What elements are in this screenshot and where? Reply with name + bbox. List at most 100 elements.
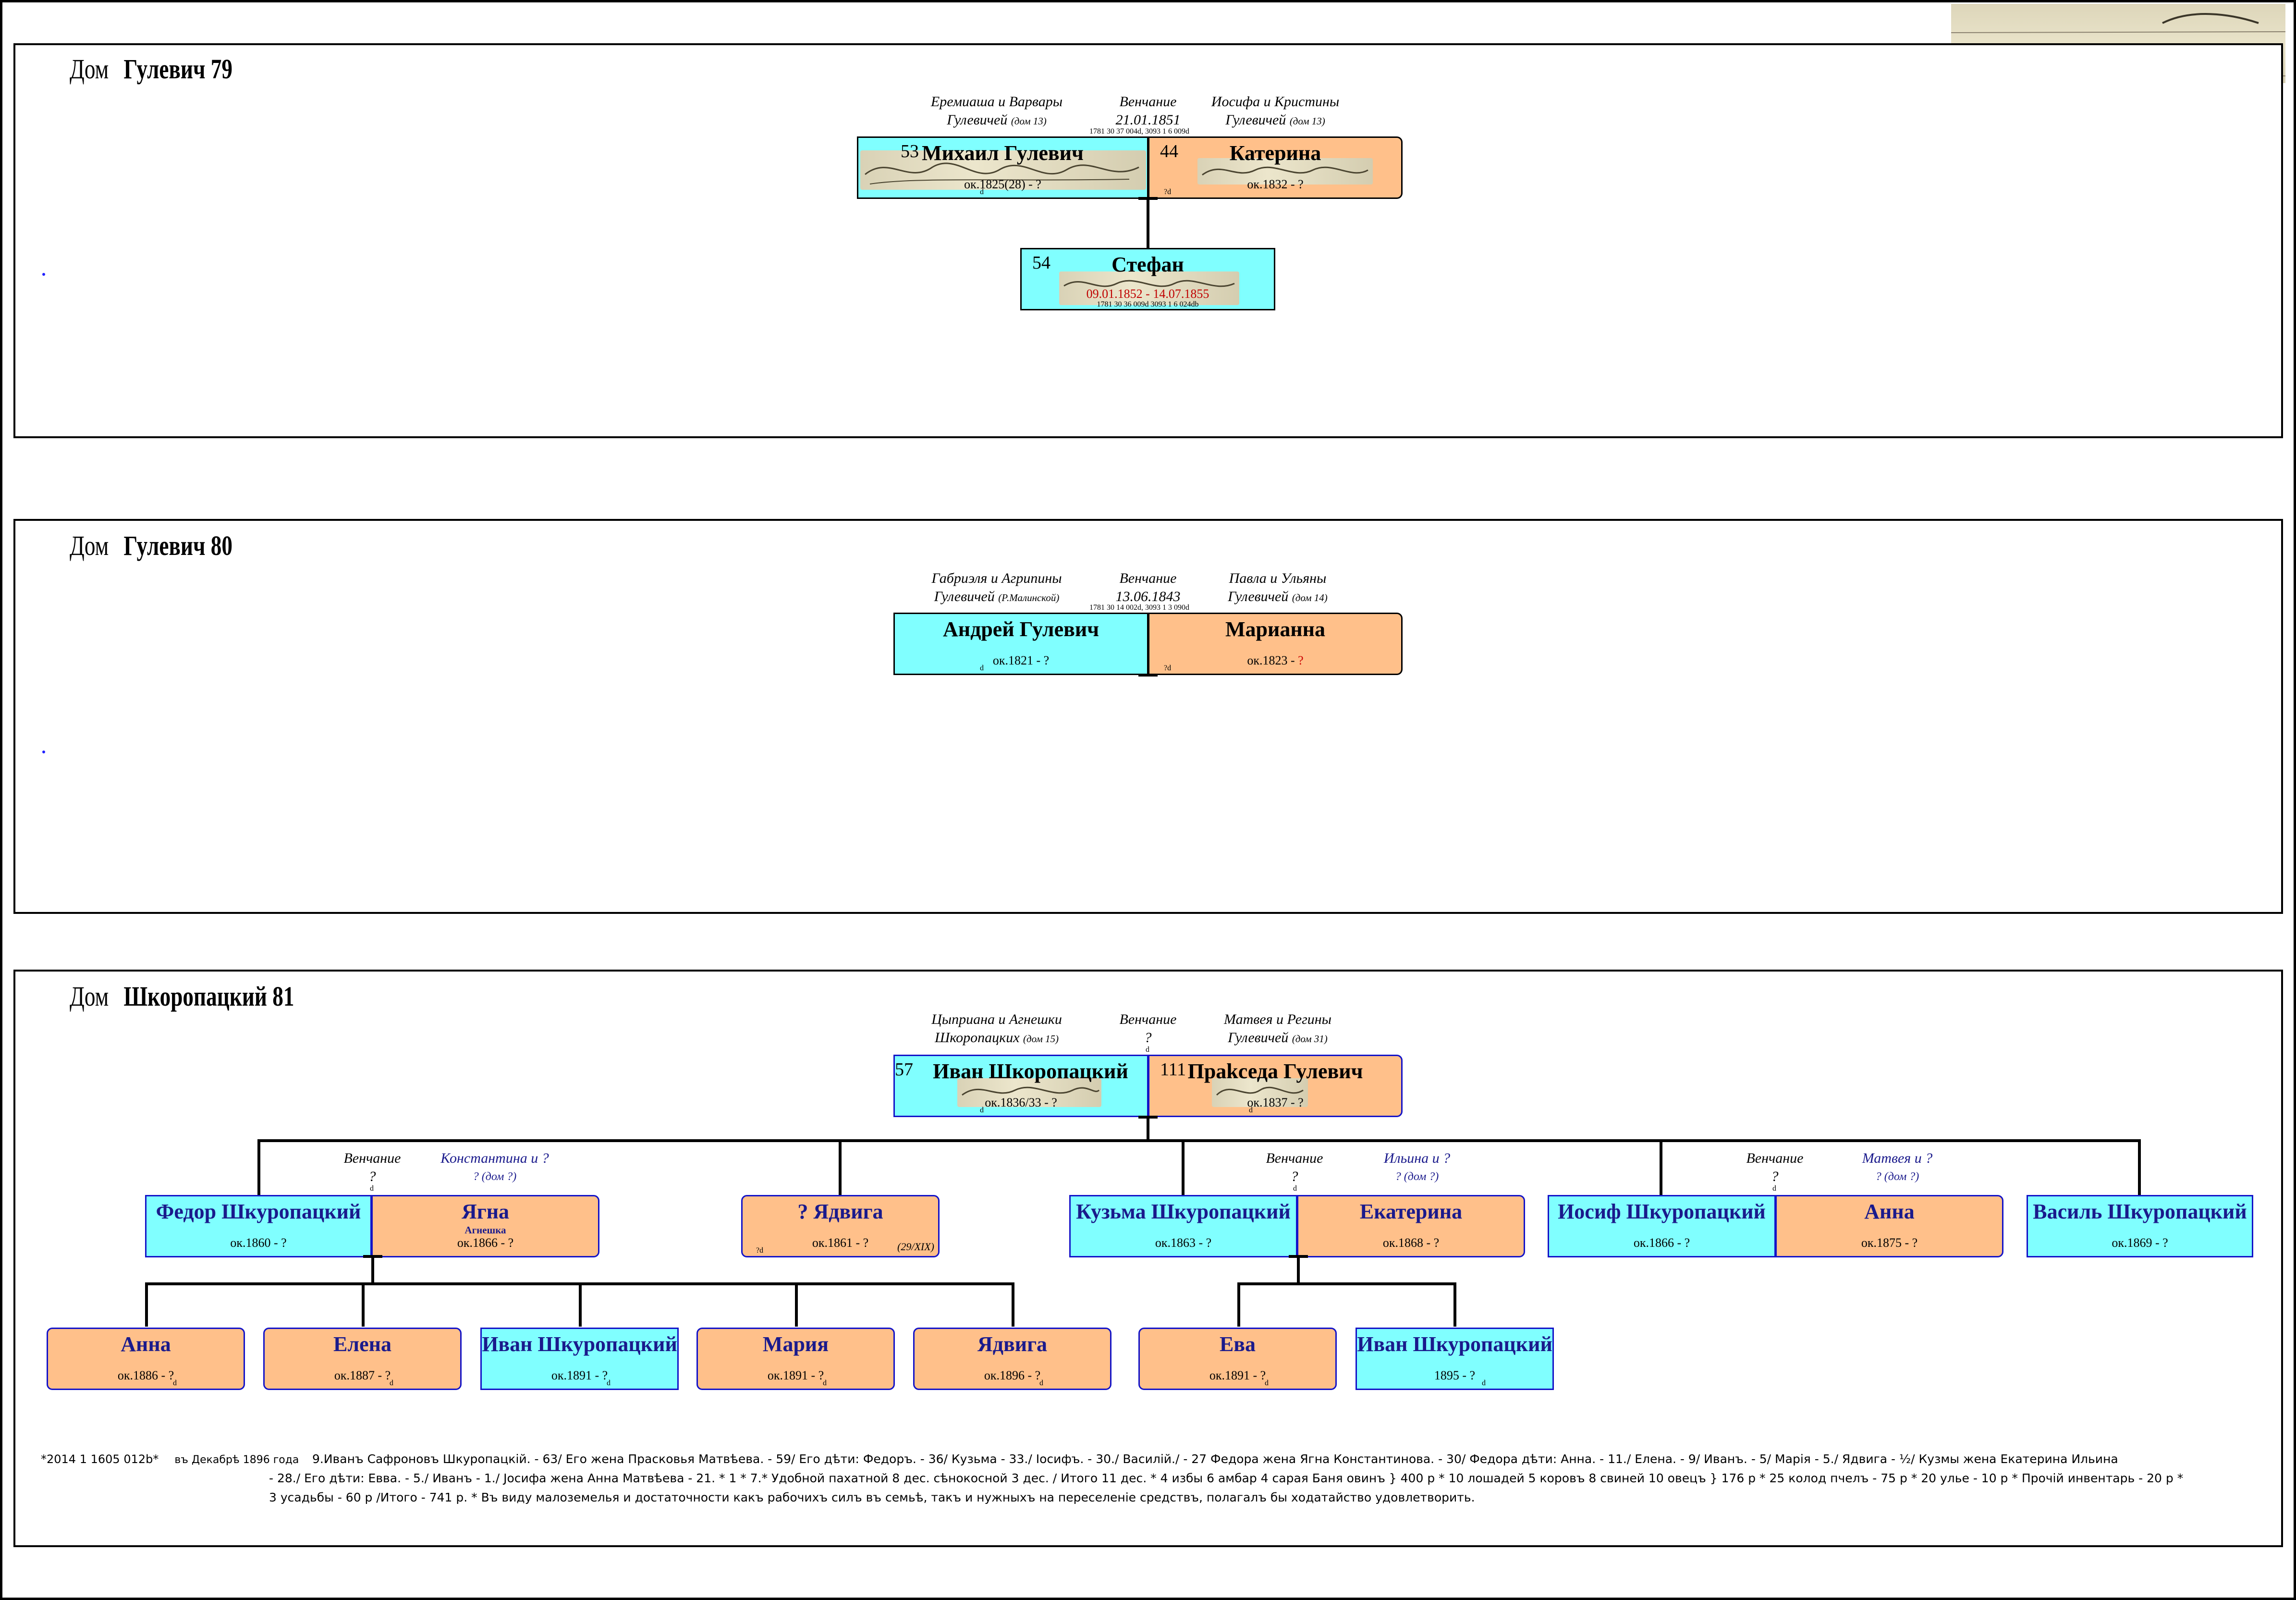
family-line (1297, 1255, 1300, 1284)
record-mark: ?d (756, 1246, 764, 1255)
person-number: 57 (895, 1059, 913, 1080)
family-line (371, 1255, 374, 1284)
wedding-label: Венчание (1266, 1150, 1323, 1166)
record-mark: d (1293, 1184, 1297, 1193)
person-number: 53 (901, 141, 919, 161)
footnote-ref: *2014 1 1605 012b* (41, 1452, 159, 1466)
caption-line: Цыприана и Агнешки (931, 1011, 1062, 1027)
husband-parents-caption: Цыприана и Агнешки Шкоропацких (дом 15) (913, 1010, 1081, 1048)
person-alt-name: Агнешка (464, 1224, 506, 1236)
caption-line: ? (дом ?) (1875, 1170, 1919, 1183)
person-number: 44 (1160, 141, 1178, 161)
person-card-husband[interactable]: Андрей Гулевич ок.1821 - ? d (893, 613, 1148, 675)
person-dates: ок.1891 - ? (1209, 1368, 1266, 1382)
person-card-grandchild[interactable]: Ева ок.1891 - ? d (1138, 1328, 1337, 1390)
signature-image (860, 150, 1146, 190)
caption-line: ? (дом ?) (473, 1170, 517, 1183)
wedding-date: 13.06.1843 (1115, 589, 1181, 604)
person-card-child[interactable]: Василь Шкуропацкий ок.1869 - ? (2027, 1195, 2253, 1257)
house-80-panel (13, 519, 2283, 914)
person-card-husband[interactable]: 57 Иван Шкоропацкий ок.1836/33 - ? d (893, 1055, 1148, 1117)
person-name: Федор Шкуропацкий (156, 1200, 361, 1223)
family-line (1147, 1116, 1149, 1141)
marriage-record-ref: 1781 30 37 004d, 3093 1 6 009d (1089, 127, 1189, 135)
wedding-label: Венчание (1119, 570, 1177, 586)
person-dates: ок.1836/33 - ? (985, 1095, 1057, 1109)
person-card-wife[interactable]: 111 Прakседa Гулевич ок.1837 - ? d (1148, 1055, 1403, 1117)
wedding-date: ? (1771, 1169, 1779, 1184)
caption-line: Гулевичей (Р.Малинской) (934, 589, 1060, 604)
person-number: 111 (1160, 1059, 1186, 1080)
family-line (1138, 197, 1158, 200)
marker-dot (42, 273, 45, 276)
family-line (257, 1139, 260, 1195)
person-card-wife[interactable]: Марианна ок.1823 - ? ?d (1148, 613, 1403, 675)
house-word: Дом (70, 530, 109, 561)
person-card-grandchild[interactable]: Елена ок.1887 - ? d (263, 1328, 462, 1390)
person-name: Андрей Гулевич (942, 617, 1099, 641)
record-mark: d (1249, 1106, 1253, 1114)
person-card-child[interactable]: 54 Стефан 09.01.1852 - 14.07.1855 1781 3… (1020, 248, 1275, 310)
record-mark: d (1146, 1046, 1149, 1054)
person-dates: ок.1891 - ? (551, 1368, 608, 1382)
person-card-grandchild[interactable]: Иван Шкуропацкий 1895 - ? d (1356, 1328, 1554, 1390)
person-dates: ок.1886 - ? (117, 1368, 174, 1382)
wedding-caption: Венчание 21.01.1851 (1100, 93, 1196, 129)
person-name: Ядвига (977, 1332, 1048, 1356)
wife-parents-caption: Матвея и Регины Гулевичей (дом 31) (1201, 1010, 1355, 1048)
person-card-grandchild[interactable]: Анна ок.1886 - ? d (47, 1328, 245, 1390)
record-mark: d (607, 1379, 611, 1387)
person-card-grandchild[interactable]: Ядвига ок.1896 - ? d (913, 1328, 1111, 1390)
person-card-child[interactable]: Федор Шкуропацкий ок.1860 - ? (145, 1195, 372, 1257)
wedding-date: ? (1291, 1169, 1298, 1184)
person-dates: ок.1837 - ? (1247, 1095, 1304, 1109)
record-mark: d (823, 1379, 827, 1387)
person-dates: ок.1821 - ? (992, 653, 1050, 667)
person-card-child[interactable]: Кузьма Шкуропацкий ок.1863 - ? (1069, 1195, 1297, 1257)
wife-parents-caption: Иосифа и Кристины Гулевичей (дом 13) (1196, 93, 1355, 130)
person-name: Елена (333, 1332, 391, 1356)
family-line (362, 1282, 365, 1327)
wife-parents-caption: Константина и ? ? (дом ?) (423, 1149, 567, 1186)
house-name: Гулевич 79 (123, 53, 233, 85)
caption-line: Константина и ? (440, 1150, 549, 1166)
census-footnote: *2014 1 1605 012b* въ Декабрѣ 1896 года (41, 1450, 299, 1470)
person-card-husband[interactable]: 53 Михаил Гулевич ок.1825(28) - ? d (857, 136, 1148, 199)
person-card-spouse[interactable]: Анна ок.1875 - ? (1775, 1195, 2003, 1257)
person-name: Марианна (1225, 617, 1326, 641)
wedding-label: Венчание (343, 1150, 401, 1166)
record-mark: d (980, 1106, 984, 1114)
census-note: (29/XIX) (897, 1241, 934, 1253)
wedding-label: Венчание (1746, 1150, 1804, 1166)
person-card-grandchild[interactable]: Мария ок.1891 - ? d (696, 1328, 895, 1390)
record-mark: ?d (1164, 188, 1172, 196)
family-line (1182, 1139, 1185, 1195)
family-line (1138, 674, 1158, 677)
caption-line: Матвея и Регины (1224, 1011, 1331, 1027)
person-card-child[interactable]: ? Ядвига ок.1861 - ? ?d (29/XIX) (741, 1195, 940, 1257)
person-dates: ок.1832 - ? (1247, 177, 1304, 191)
caption-line: ? (дом ?) (1395, 1170, 1439, 1183)
caption-line: Павла и Ульяны (1229, 570, 1327, 586)
record-mark: d (370, 1184, 374, 1193)
caption-line: Гулевичей (дом 31) (1228, 1030, 1328, 1046)
person-card-spouse[interactable]: Ягна Агнешка ок.1866 - ? (371, 1195, 599, 1257)
person-card-wife[interactable]: 44 Катерина ок.1832 - ? ?d (1148, 136, 1403, 199)
person-card-child[interactable]: Иосиф Шкуропацкий ок.1866 - ? (1548, 1195, 1776, 1257)
record-mark: d (1265, 1379, 1269, 1387)
family-line (1660, 1139, 1662, 1195)
footnote-line-2: - 28./ Его дѣти: Евва. - 5./ Иванъ - 1./… (269, 1471, 2184, 1485)
person-name: Иосиф Шкуропацкий (1558, 1200, 1766, 1223)
person-dates: ок.1866 - ? (1633, 1236, 1690, 1250)
marriage-record-ref: 1781 30 14 002d, 3093 1 3 090d (1089, 603, 1189, 612)
wife-parents-caption: Матвея и ? ? (дом ?) (1825, 1149, 1969, 1186)
person-card-spouse[interactable]: Екатерина ок.1868 - ? (1297, 1195, 1525, 1257)
person-name: Василь Шкуропацкий (2033, 1200, 2247, 1223)
marker-dot (42, 751, 45, 753)
person-name: Стефан (1111, 253, 1184, 276)
person-name: Анна (1864, 1200, 1915, 1223)
wife-parents-caption: Ильина и ? ? (дом ?) (1345, 1149, 1489, 1186)
person-card-grandchild[interactable]: Иван Шкуропацкий ок.1891 - ? d (480, 1328, 679, 1390)
